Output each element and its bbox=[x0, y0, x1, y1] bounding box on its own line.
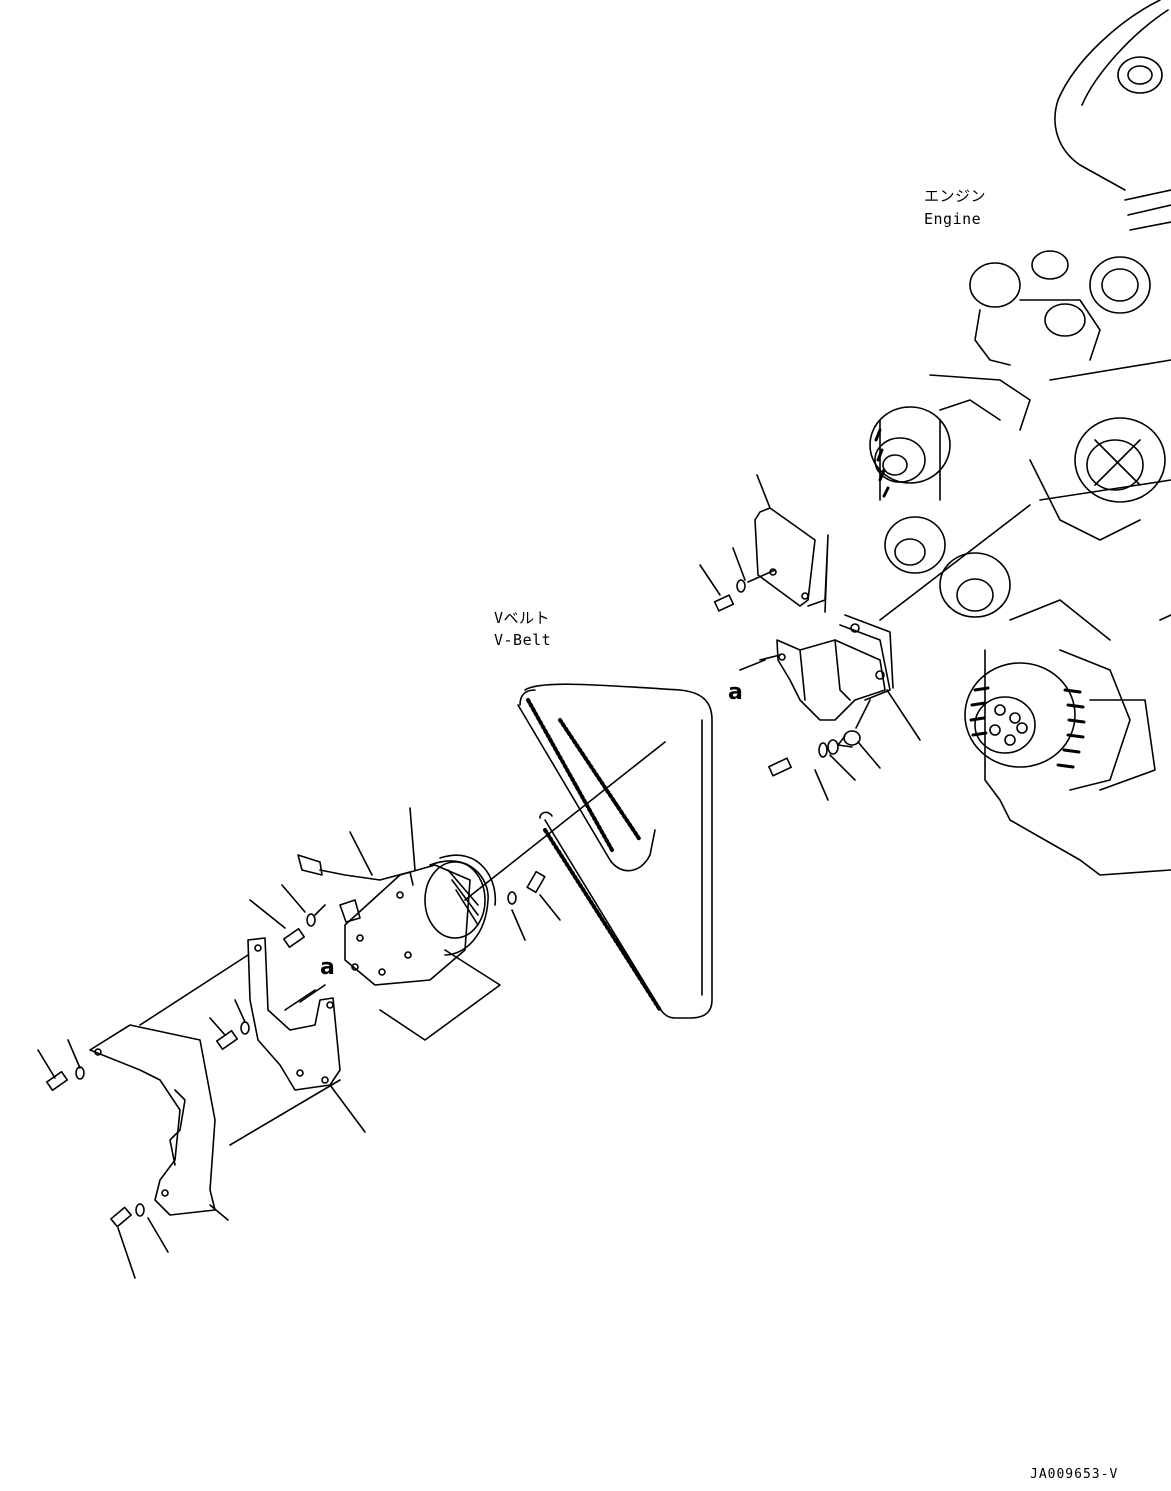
lower-brackets bbox=[37, 884, 366, 1279]
callout-a-upper: a bbox=[728, 680, 743, 705]
v-belt bbox=[464, 683, 713, 1019]
engine-assembly bbox=[869, 0, 1171, 876]
compressor bbox=[297, 807, 561, 1041]
vbelt-label-en: V-Belt bbox=[494, 631, 552, 649]
upper-bracket-group bbox=[699, 474, 1031, 801]
figure-id: JA009653-V bbox=[1030, 1467, 1119, 1482]
engine-label-en: Engine bbox=[924, 210, 982, 228]
callout-a-lower: a bbox=[320, 955, 335, 980]
vbelt-label-jp: Vベルト bbox=[494, 609, 551, 627]
engine-label-jp: エンジン bbox=[924, 187, 987, 205]
callout-arrow-lower bbox=[284, 989, 316, 1011]
callout-arrow-upper bbox=[739, 659, 766, 671]
